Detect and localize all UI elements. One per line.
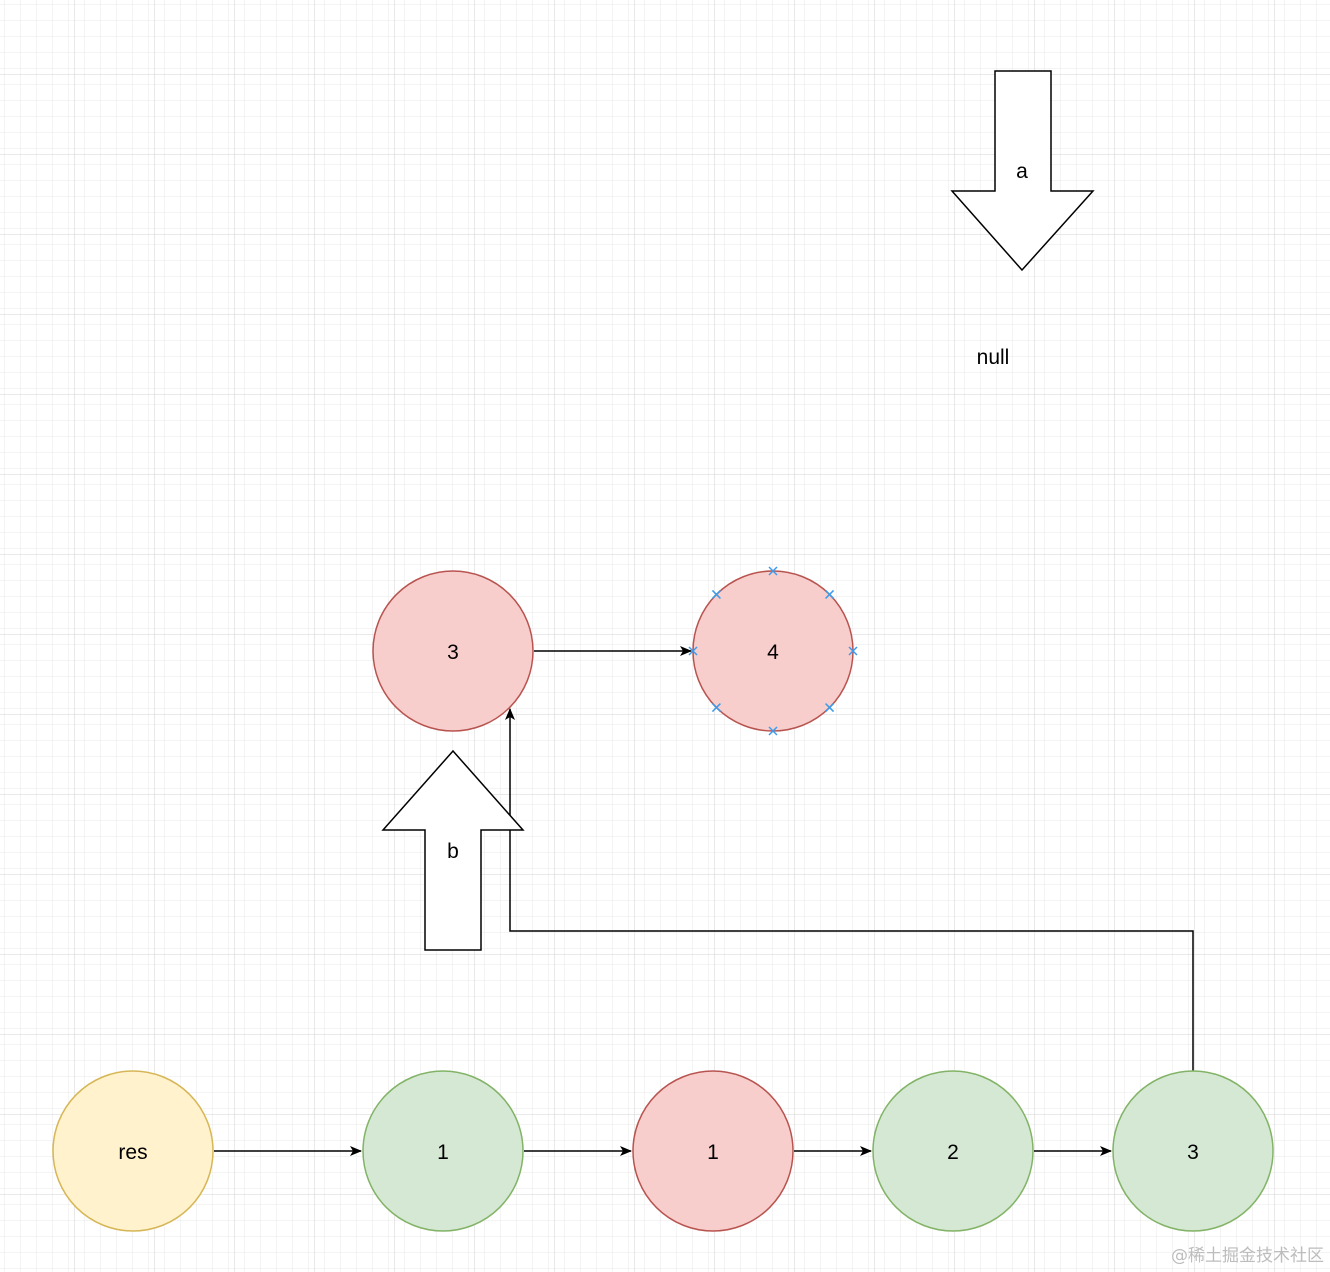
node-label: 3 (447, 641, 459, 664)
node-circle[interactable] (872, 1070, 1034, 1232)
connection-point-marker[interactable] (825, 703, 835, 713)
node-label: 4 (767, 641, 779, 664)
node-circle[interactable] (372, 570, 534, 732)
node-label: 3 (1187, 1141, 1199, 1164)
node-red-1[interactable]: 1 (632, 1070, 794, 1232)
connection-points (688, 566, 858, 736)
block-arrow-up[interactable] (381, 749, 525, 951)
node-green-1[interactable]: 1 (362, 1070, 524, 1232)
pointer-b-label: b (447, 840, 459, 863)
connection-point-marker[interactable] (848, 646, 858, 656)
connection-point-marker[interactable] (768, 726, 778, 736)
pointer-b[interactable]: b (381, 749, 525, 951)
node-circle[interactable] (362, 1070, 524, 1232)
connection-point-marker[interactable] (711, 703, 721, 713)
node-circle[interactable] (52, 1070, 214, 1232)
connection-point-marker[interactable] (825, 589, 835, 599)
connection-point-marker[interactable] (688, 646, 698, 656)
node-red-4[interactable]: 4 (688, 566, 858, 736)
node-circle[interactable] (632, 1070, 794, 1232)
block-arrow-down[interactable] (950, 70, 1095, 272)
node-res[interactable]: res (52, 1070, 214, 1232)
node-red-3[interactable]: 3 (372, 570, 534, 732)
connection-point-marker[interactable] (768, 566, 778, 576)
null-label: null (977, 346, 1010, 369)
node-label: res (118, 1141, 147, 1164)
pointer-a-label: a (1016, 160, 1028, 183)
node-green-2[interactable]: 2 (872, 1070, 1034, 1232)
pointer-a[interactable]: a (950, 70, 1095, 272)
node-label: 1 (707, 1141, 719, 1164)
node-circle[interactable] (1112, 1070, 1274, 1232)
connection-point-marker[interactable] (711, 589, 721, 599)
node-green-3[interactable]: 3 (1112, 1070, 1274, 1232)
watermark: @稀土掘金技术社区 (1171, 1246, 1324, 1266)
node-label: 1 (437, 1141, 449, 1164)
node-label: 2 (947, 1141, 959, 1164)
